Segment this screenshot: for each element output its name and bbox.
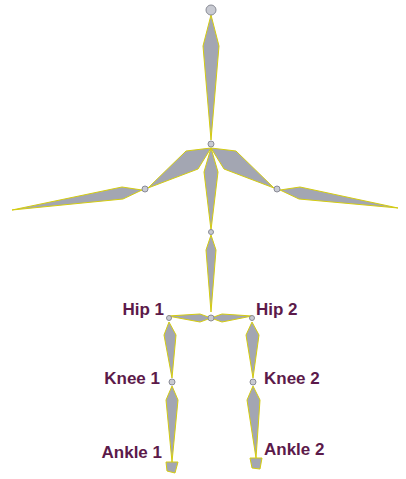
joint	[167, 316, 172, 321]
foot-bone	[166, 462, 178, 473]
joint-label: Hip 2	[256, 300, 298, 320]
joint	[169, 379, 175, 385]
pelvis-bone	[211, 314, 252, 322]
thigh-bone	[164, 322, 176, 378]
joint-label: Ankle 2	[264, 440, 324, 460]
upper-arm-bone	[148, 148, 211, 188]
upper-arm-bone	[211, 148, 274, 188]
joint-label: Ankle 1	[102, 443, 162, 463]
pelvis-bone	[168, 314, 211, 322]
thigh-bone	[246, 322, 259, 378]
joint	[142, 186, 148, 192]
joint-label: Knee 1	[104, 369, 160, 389]
joint	[208, 141, 214, 147]
spine-bone	[206, 235, 216, 312]
forearm-bone	[280, 187, 398, 208]
joint	[209, 230, 214, 235]
chest-bone	[204, 148, 218, 230]
foot-bone	[250, 458, 262, 469]
joint	[250, 316, 255, 321]
joint	[274, 186, 280, 192]
joint	[208, 315, 214, 321]
shin-bone	[166, 386, 178, 462]
shin-bone	[247, 386, 260, 458]
joint-label: Knee 2	[264, 369, 320, 389]
neck-bone	[203, 15, 219, 140]
joint-label: Hip 1	[122, 300, 164, 320]
forearm-bone	[12, 187, 142, 210]
head-joint	[206, 5, 216, 15]
joint	[250, 379, 256, 385]
